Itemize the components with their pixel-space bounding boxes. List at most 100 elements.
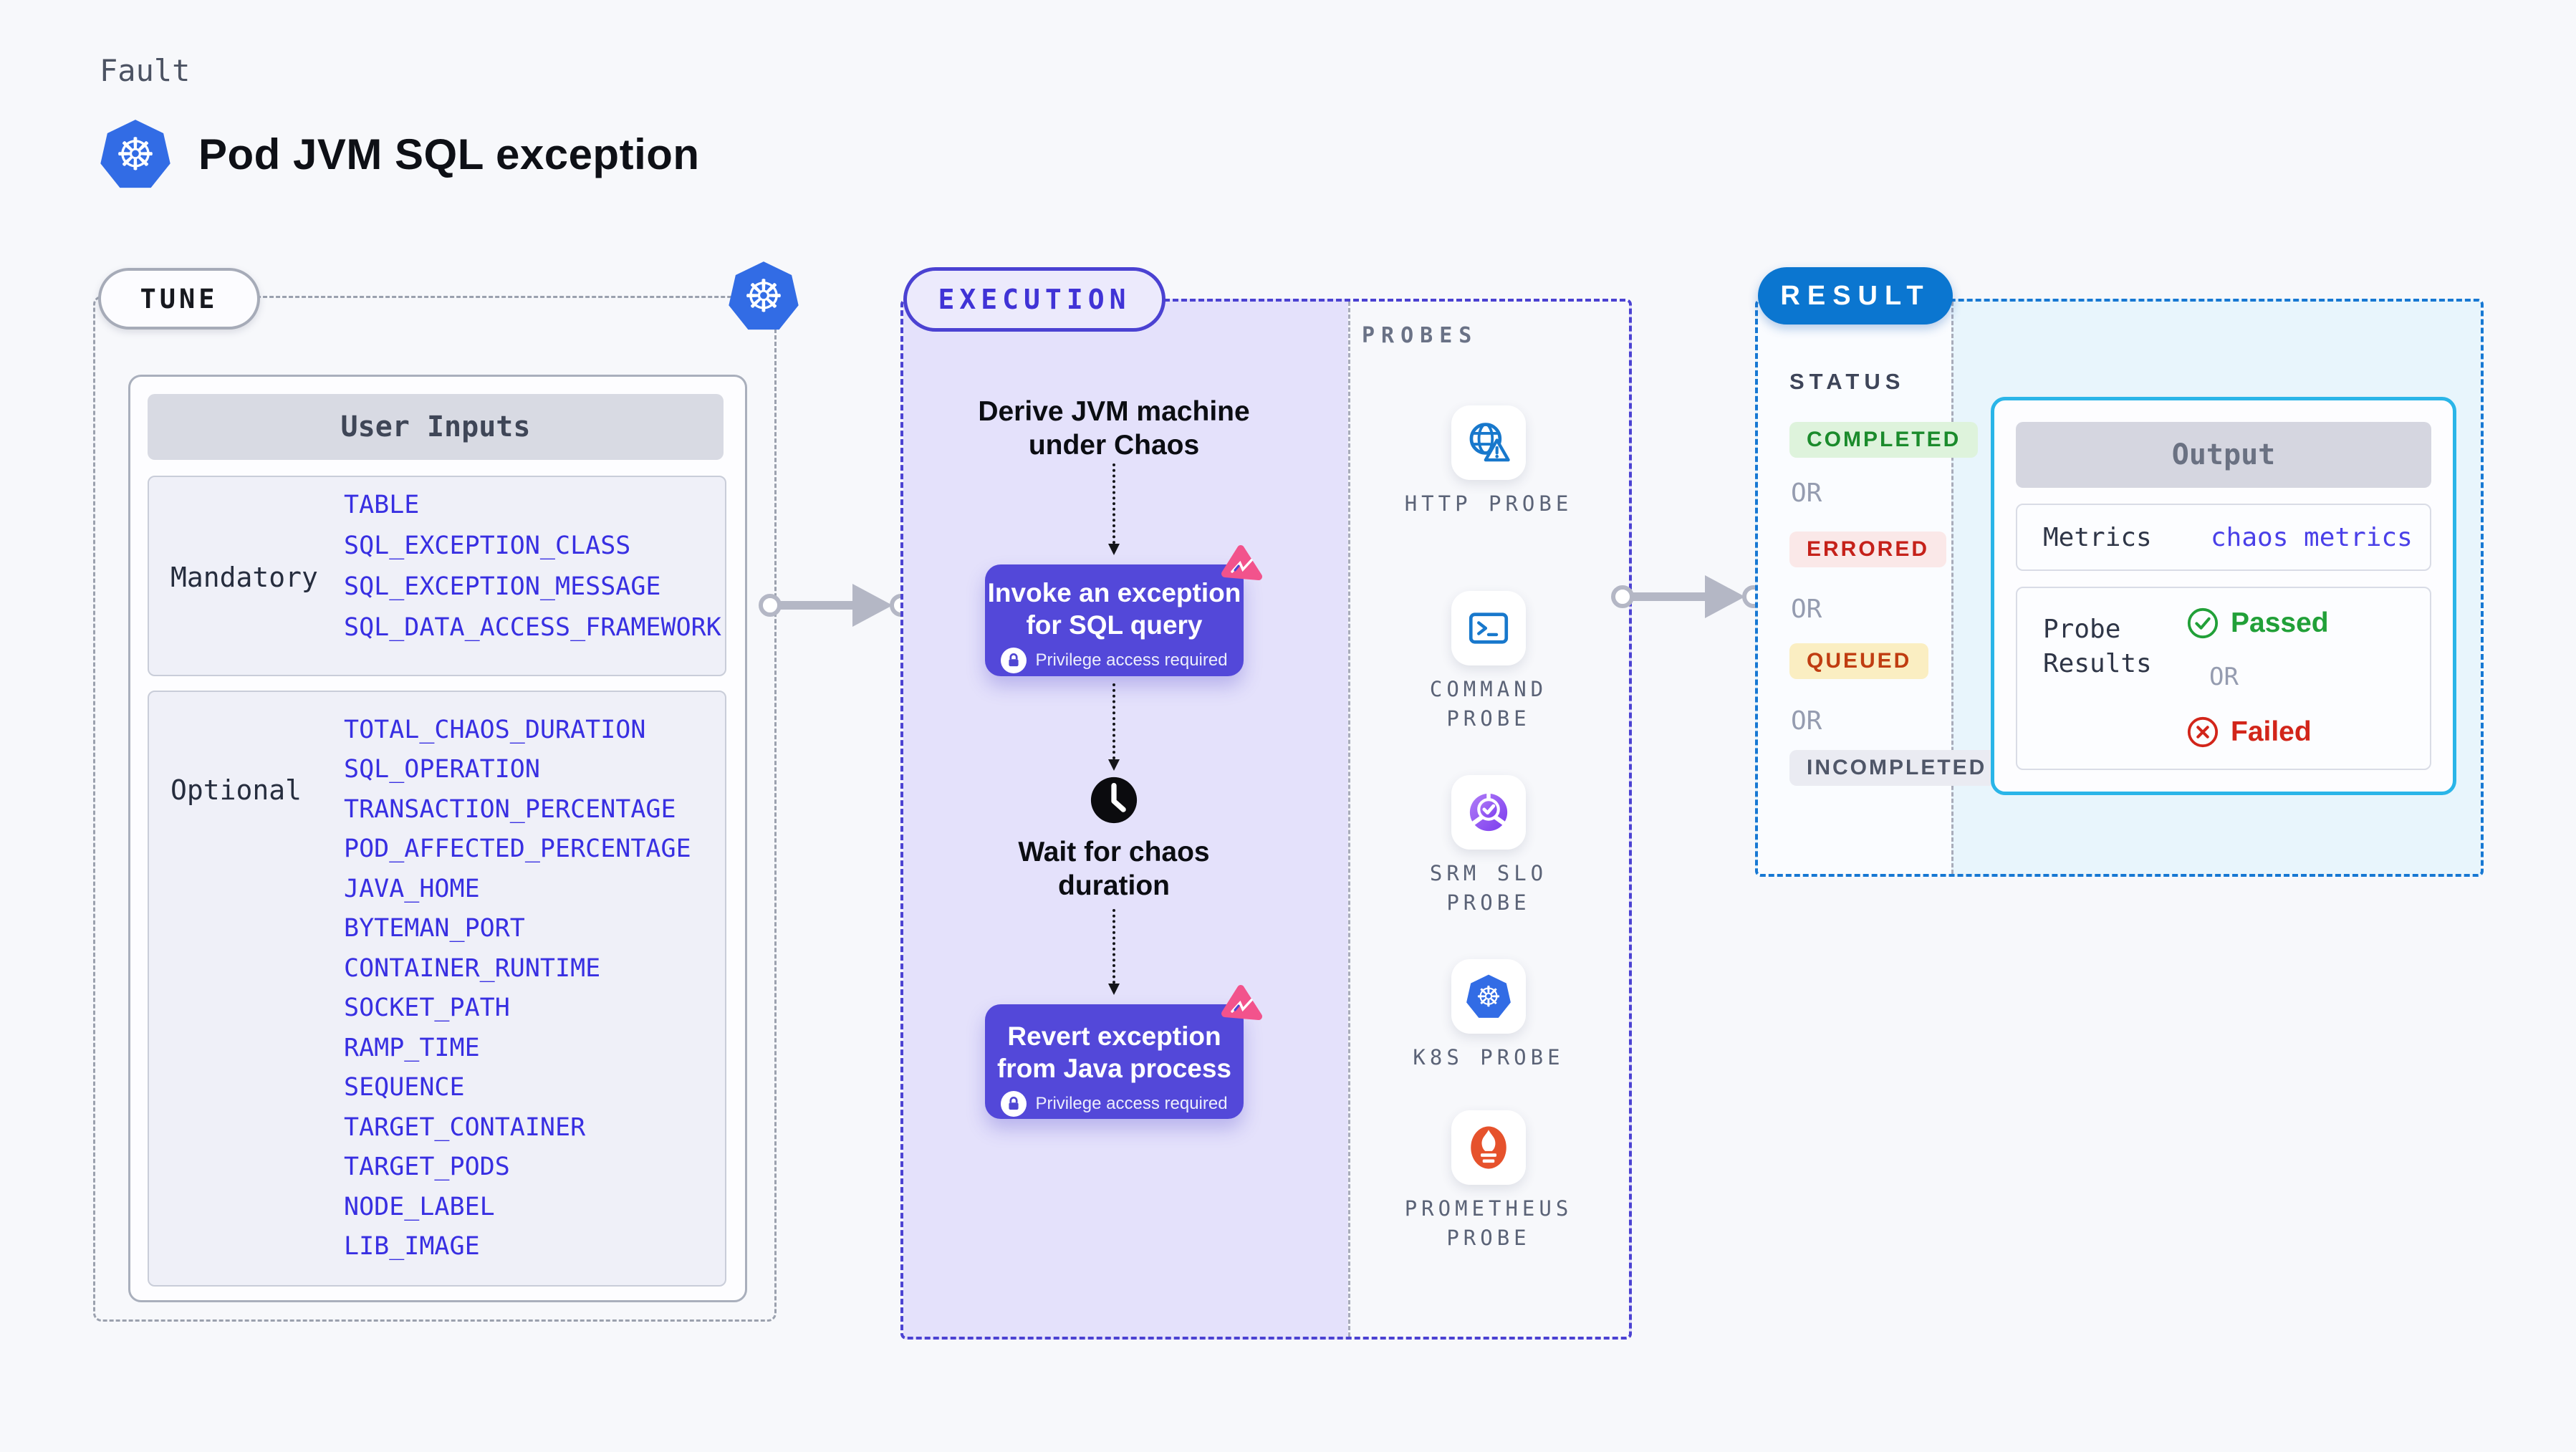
- or-label: OR: [1791, 706, 1822, 736]
- passed-result: Passed: [2186, 607, 2329, 640]
- revert-exception-node[interactable]: Revert exception from Java process Privi…: [985, 985, 1262, 1119]
- status-badge-incompleted: INCOMPLETED: [1789, 750, 2004, 786]
- output-card: Output Metrics chaos metrics Probe Resul…: [1991, 397, 2456, 795]
- probe-srm-slo: SRM SLO PROBE: [1348, 775, 1629, 918]
- probe-label: HTTP PROBE: [1404, 491, 1573, 516]
- input-param: JAVA_HOME: [344, 874, 480, 903]
- lock-icon: [1001, 648, 1027, 673]
- probe-http: HTTP PROBE: [1348, 405, 1629, 519]
- input-param: LIB_IMAGE: [344, 1232, 480, 1261]
- or-label: OR: [1791, 595, 1822, 624]
- probe-label: SRM SLO PROBE: [1429, 861, 1548, 915]
- user-inputs-card: User Inputs Mandatory TABLE SQL_EXCEPTIO…: [128, 375, 747, 1302]
- input-param: TRANSACTION_PERCENTAGE: [344, 794, 676, 824]
- flow-arrow-down: [1108, 683, 1120, 771]
- status-badge-completed: COMPLETED: [1789, 422, 1979, 458]
- check-circle-icon: [2187, 607, 2219, 639]
- probe-results-label: Probe Results: [2043, 615, 2152, 678]
- probe-label: COMMAND PROBE: [1429, 677, 1548, 731]
- probe-prometheus: PROMETHEUS PROBE: [1348, 1110, 1629, 1253]
- user-inputs-header: User Inputs: [148, 394, 724, 460]
- lock-icon: [1001, 1091, 1027, 1117]
- step-wait-label: Wait for chaos duration: [1018, 837, 1210, 901]
- failed-result: Failed: [2186, 716, 2312, 749]
- privilege-note: Privilege access required: [1035, 1094, 1228, 1113]
- probe-k8s: ☸ K8S PROBE: [1348, 959, 1629, 1072]
- optional-items-list: TOTAL_CHAOS_DURATION SQL_OPERATION TRANS…: [344, 710, 691, 1266]
- privilege-note: Privilege access required: [1035, 650, 1228, 670]
- http-probe-icon: [1469, 423, 1510, 462]
- input-param: CONTAINER_RUNTIME: [344, 953, 601, 983]
- input-param: TOTAL_CHAOS_DURATION: [344, 715, 646, 744]
- result-separator: [1951, 302, 1953, 874]
- title-row: ☸ Pod JVM SQL exception: [98, 117, 700, 191]
- probe-results-row: Probe Results Passed OR Failed: [2016, 587, 2431, 770]
- input-param: TABLE: [344, 490, 420, 519]
- status-heading: STATUS: [1789, 369, 1905, 394]
- output-header: Output: [2016, 422, 2431, 488]
- input-param: SQL_EXCEPTION_MESSAGE: [344, 572, 661, 601]
- metrics-value[interactable]: chaos metrics: [2211, 522, 2413, 552]
- probe-card[interactable]: [1451, 591, 1526, 665]
- or-label: OR: [2209, 663, 2239, 691]
- page-title: Pod JVM SQL exception: [198, 130, 700, 178]
- result-section: STATUS COMPLETED OR ERRORED OR QUEUED OR…: [1755, 299, 2484, 877]
- input-param: BYTEMAN_PORT: [344, 914, 525, 943]
- result-badge[interactable]: RESULT: [1758, 267, 1953, 324]
- invoke-exception-label: Invoke an exception for SQL query: [987, 578, 1241, 640]
- probe-card[interactable]: [1451, 405, 1526, 480]
- svg-text:☸: ☸: [744, 270, 784, 322]
- kubernetes-icon: ☸: [729, 261, 799, 330]
- litmus-chaos-icon: [1221, 985, 1262, 1020]
- x-circle-icon: [2187, 716, 2219, 748]
- probe-label: PROMETHEUS PROBE: [1404, 1196, 1573, 1250]
- prometheus-probe-icon: [1471, 1126, 1506, 1169]
- input-param: SQL_EXCEPTION_CLASS: [344, 531, 631, 560]
- clock-icon: [1090, 777, 1138, 824]
- command-probe-icon: [1469, 612, 1509, 644]
- probes-heading: PROBES: [1362, 323, 1479, 348]
- tune-to-execution-arrow: [759, 584, 913, 627]
- status-badge-queued: QUEUED: [1789, 643, 1929, 679]
- probes-separator: [1348, 302, 1350, 1337]
- input-param: SQL_OPERATION: [344, 755, 540, 784]
- input-param: POD_AFFECTED_PERCENTAGE: [344, 835, 691, 864]
- flow-arrow-down: [1108, 909, 1120, 995]
- kubernetes-icon: ☸: [100, 120, 170, 188]
- mandatory-inputs-box: Mandatory TABLE SQL_EXCEPTION_CLASS SQL_…: [148, 476, 726, 676]
- mandatory-label: Mandatory: [170, 562, 318, 593]
- input-param: NODE_LABEL: [344, 1192, 495, 1221]
- srm-slo-probe-icon: [1469, 792, 1508, 832]
- probe-card[interactable]: ☸: [1451, 959, 1526, 1034]
- execution-section: PROBES Derive JVM machine under Chaos In…: [900, 299, 1632, 1340]
- probe-command: COMMAND PROBE: [1348, 591, 1629, 734]
- or-label: OR: [1791, 479, 1822, 508]
- litmus-chaos-icon: [1221, 545, 1262, 580]
- execution-badge[interactable]: EXECUTION: [903, 267, 1166, 332]
- svg-text:☸: ☸: [115, 128, 155, 181]
- optional-inputs-box: Optional TOTAL_CHAOS_DURATION SQL_OPERAT…: [148, 691, 726, 1287]
- input-param: TARGET_CONTAINER: [344, 1112, 586, 1142]
- input-param: RAMP_TIME: [344, 1033, 480, 1062]
- metrics-label: Metrics: [2043, 522, 2152, 552]
- input-param: TARGET_PODS: [344, 1153, 510, 1182]
- step-derive-label: Derive JVM machine under Chaos: [978, 396, 1250, 461]
- failed-label: Failed: [2231, 716, 2312, 747]
- status-badge-errored: ERRORED: [1789, 532, 1947, 567]
- mandatory-items-list: TABLE SQL_EXCEPTION_CLASS SQL_EXCEPTION_…: [344, 484, 721, 648]
- input-param: SEQUENCE: [344, 1073, 465, 1102]
- flow-arrow-down: [1108, 463, 1120, 555]
- execution-to-result-arrow: [1611, 575, 1765, 618]
- metrics-row: Metrics chaos metrics: [2016, 504, 2431, 571]
- probe-card[interactable]: [1451, 1110, 1526, 1185]
- probe-label: K8S PROBE: [1413, 1045, 1565, 1069]
- passed-label: Passed: [2231, 607, 2329, 638]
- tune-badge[interactable]: TUNE: [98, 268, 260, 330]
- invoke-exception-node[interactable]: Invoke an exception for SQL query Privil…: [985, 545, 1262, 676]
- probe-card[interactable]: [1451, 775, 1526, 850]
- revert-exception-label: Revert exception from Java process: [996, 1021, 1231, 1083]
- optional-label: Optional: [170, 774, 302, 806]
- tune-section: [93, 296, 777, 1322]
- input-param: SQL_DATA_ACCESS_FRAMEWORK: [344, 612, 721, 642]
- k8s-probe-icon: ☸: [1466, 974, 1511, 1018]
